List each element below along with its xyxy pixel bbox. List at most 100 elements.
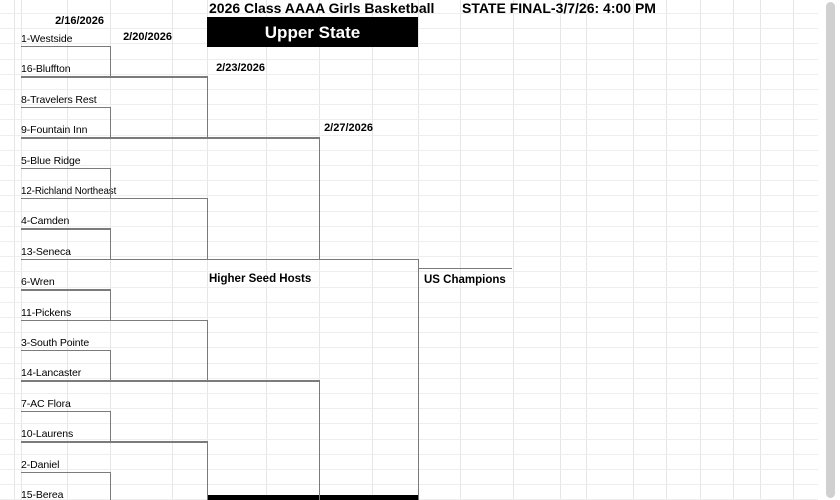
team-underline [21, 410, 110, 413]
bracket-connector-horizontal [207, 258, 319, 261]
grid-row-line [0, 347, 818, 348]
grid-row-line [0, 74, 818, 75]
bracket-connector-vertical [207, 198, 209, 259]
us-champions-label: US Champions [424, 274, 506, 286]
grid-column-line [760, 0, 761, 500]
bracket-connector-horizontal [207, 137, 319, 139]
team-label: 12-Richland Northeast [21, 185, 117, 197]
grid-column-line [700, 0, 701, 500]
grid-row-line [0, 378, 818, 379]
team-underline [21, 137, 110, 139]
bracket-connector-horizontal [110, 319, 207, 321]
bracket-connector-horizontal [110, 441, 207, 443]
bracket-connector-vertical [319, 137, 321, 259]
bracket-connector-vertical [110, 289, 112, 320]
team-underline [21, 167, 110, 169]
grid-row-line [0, 59, 818, 60]
team-label: 1-Westside [21, 33, 73, 45]
bracket-connector-horizontal [110, 380, 207, 382]
grid-column-line [560, 0, 561, 500]
team-label: 5-Blue Ridge [21, 154, 81, 167]
grid-column-line [372, 0, 373, 500]
team-underline [21, 258, 110, 261]
bracket-connector-horizontal [110, 258, 207, 261]
grid-row-line [0, 332, 818, 333]
team-label: 4-Camden [21, 215, 70, 228]
bracket-connector-vertical [319, 380, 321, 500]
grid-row-line [0, 469, 818, 470]
bracket-connector-vertical [110, 46, 112, 77]
team-underline [21, 46, 110, 48]
grid-row-line [0, 439, 818, 440]
grid-column-line [67, 0, 68, 500]
team-label: 13-Seneca [21, 245, 71, 258]
grid-row-line [0, 241, 818, 242]
grid-row-line [0, 104, 818, 105]
grid-column-line [793, 0, 794, 500]
lower-state-banner-edge [207, 495, 418, 500]
grid-column-line [172, 0, 173, 500]
grid-row-line [0, 89, 818, 90]
grid-row-line [0, 408, 818, 409]
team-underline [21, 350, 110, 352]
grid-column-line [666, 0, 667, 500]
grid-row-line [0, 393, 818, 394]
team-underline [21, 289, 110, 291]
team-underline [21, 471, 110, 473]
grid-row-line [0, 13, 818, 14]
bracket-connector-vertical [418, 258, 420, 500]
team-label: 3-South Pointe [21, 337, 90, 349]
grid-row-line [0, 135, 818, 136]
grid-column-line [460, 0, 461, 500]
grid-column-line [733, 0, 734, 500]
bracket-connector-vertical [110, 350, 112, 381]
team-underline [21, 106, 110, 109]
grid-row-line [0, 271, 818, 272]
vertical-scrollbar[interactable] [818, 0, 840, 500]
grid-column-line [418, 0, 419, 500]
grid-row-line [0, 211, 818, 212]
grid-column-line [14, 0, 15, 500]
team-label: 16-Bluffton [21, 63, 71, 76]
grid-row-line [0, 423, 818, 424]
bracket-connector-horizontal [110, 137, 207, 139]
team-underline [21, 228, 110, 230]
bracket-connector-horizontal [207, 380, 319, 382]
grid-column-line [586, 0, 587, 500]
bracket-connector-vertical [110, 106, 112, 138]
grid-column-line [21, 0, 22, 500]
grid-row-line [0, 180, 818, 181]
upper-state-banner: Upper State [207, 17, 418, 47]
grid-row-line [0, 195, 818, 196]
team-label: 10-Laurens [21, 428, 74, 441]
bracket-connector-vertical [110, 167, 112, 198]
round4-date: 2/27/2026 [324, 122, 373, 134]
team-label: 6-Wren [21, 276, 55, 289]
bracket-connector-horizontal [418, 268, 512, 270]
bracket-connector-vertical [110, 471, 112, 500]
team-label: 7-AC Flora [21, 397, 71, 410]
bracket-connector-vertical [110, 410, 112, 442]
team-label: 11-Pickens [21, 306, 72, 319]
grid-row-line [0, 302, 818, 303]
grid-row-line [0, 484, 818, 485]
scrollbar-thumb[interactable] [826, 2, 835, 498]
higher-seed-hosts-label: Higher Seed Hosts [209, 273, 312, 285]
grid-row-line [0, 287, 818, 288]
round1-date: 2/16/2026 [55, 15, 104, 27]
state-final-label: STATE FINAL-3/7/26: 4:00 PM [462, 0, 656, 16]
bracket-connector-vertical [207, 441, 209, 500]
team-underline [21, 198, 110, 200]
team-label: 9-Fountain Inn [21, 124, 88, 137]
team-label: 14-Lancaster [21, 367, 82, 380]
grid-row-line [0, 317, 818, 318]
bracket-connector-vertical [110, 228, 112, 259]
grid-row-line [0, 256, 818, 257]
grid-column-line [266, 0, 267, 500]
grid-row-line [0, 363, 818, 364]
grid-row-line [0, 165, 818, 166]
bracket-connector-horizontal [110, 76, 207, 78]
page-title: 2026 Class AAAA Girls Basketball [209, 0, 435, 16]
